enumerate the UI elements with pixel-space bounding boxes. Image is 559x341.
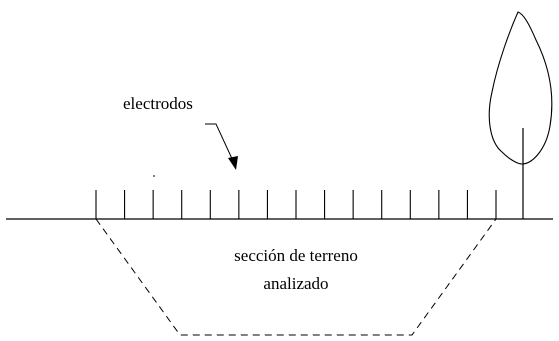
tree-icon xyxy=(488,11,553,219)
electrode-pointer-arrow xyxy=(205,123,238,170)
section-label-line2: analizado xyxy=(263,274,328,293)
electrode-array xyxy=(95,190,497,219)
section-label-line1: sección de terreno xyxy=(234,246,358,265)
analyzed-section-outline xyxy=(95,218,497,336)
electrodes-label: electrodos xyxy=(123,94,193,113)
